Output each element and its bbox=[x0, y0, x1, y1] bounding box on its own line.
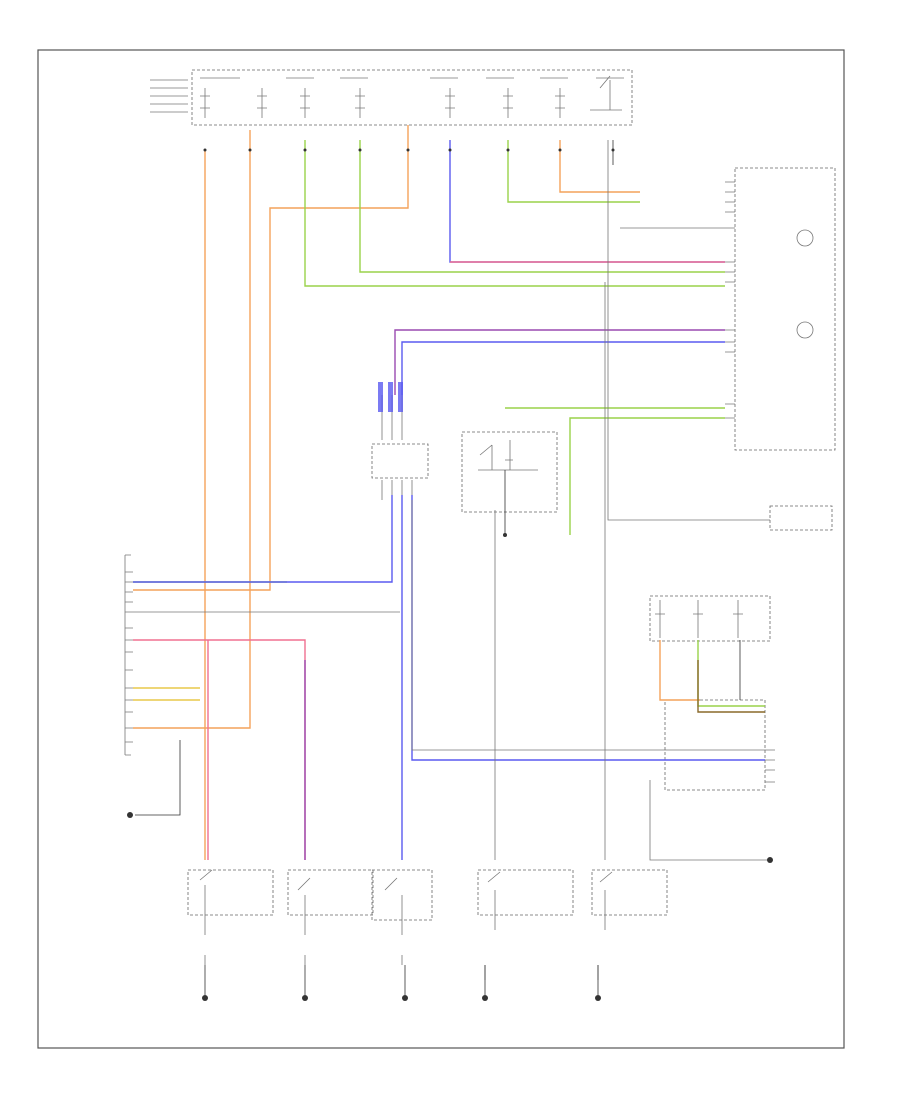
left-module-pins bbox=[125, 571, 133, 743]
seatbelt-switch bbox=[591, 869, 668, 1001]
ground-right bbox=[767, 857, 773, 863]
left-module-outline bbox=[124, 554, 131, 756]
connector-stack-top bbox=[378, 382, 403, 412]
splice-dots bbox=[203, 148, 615, 152]
driver-door-ajar-switch bbox=[187, 869, 274, 1001]
passenger-door-ajar-switch bbox=[287, 869, 374, 1001]
fuse-symbols bbox=[200, 77, 624, 118]
relay-switch-contact bbox=[478, 440, 538, 471]
center-module-box bbox=[371, 443, 429, 479]
wire-purple-1 bbox=[394, 329, 725, 395]
instrument-cluster bbox=[725, 167, 836, 451]
wire-orange-2 bbox=[133, 125, 409, 591]
wire-blue-2 bbox=[401, 341, 725, 395]
wire-blue-3 bbox=[133, 495, 393, 583]
lamp-icon bbox=[796, 321, 814, 339]
wire-green-3 bbox=[359, 140, 725, 273]
wire-blue-5 bbox=[411, 495, 765, 761]
left-module bbox=[124, 554, 133, 756]
ignition-relay-switch bbox=[590, 75, 622, 111]
wire-grey-group bbox=[133, 140, 770, 861]
door-ajar-relay bbox=[461, 431, 558, 513]
wire-black-group bbox=[135, 140, 741, 816]
restraint-module-pins bbox=[765, 749, 775, 783]
turn-lamp-icon bbox=[796, 229, 814, 247]
instrument-cluster-box bbox=[734, 167, 836, 451]
wire-orange-5 bbox=[133, 130, 251, 729]
door-lock-switch bbox=[371, 869, 433, 1001]
fuse-panel-box bbox=[191, 69, 633, 126]
lower-fuse-block bbox=[649, 595, 771, 642]
restraint-module-box bbox=[664, 699, 766, 791]
ground-relay bbox=[503, 533, 507, 537]
wire-green-7 bbox=[697, 640, 765, 707]
bottom-switches bbox=[187, 869, 668, 1001]
wire-orange-3 bbox=[559, 140, 640, 193]
wire-green-2 bbox=[507, 140, 640, 203]
center-module bbox=[371, 395, 429, 500]
fuse-panel bbox=[150, 69, 633, 126]
wire-pink-1 bbox=[133, 639, 306, 860]
restraint-module bbox=[664, 699, 775, 791]
ground-left bbox=[127, 812, 133, 818]
lower-fuse-symbols bbox=[655, 600, 743, 638]
cluster-connector-pins bbox=[725, 181, 735, 419]
wire-orange-4 bbox=[659, 640, 700, 701]
diagram-frame bbox=[37, 49, 845, 1049]
fuse-panel-label-marks bbox=[150, 79, 188, 113]
wire-blue-1 bbox=[449, 140, 725, 263]
smart-junction-box bbox=[769, 505, 833, 531]
wire-brown-1 bbox=[697, 660, 765, 713]
center-module-pins bbox=[381, 395, 413, 500]
wire-green-1 bbox=[304, 140, 725, 287]
liftgate-ajar-switch bbox=[477, 869, 574, 1001]
lower-fuse-block-box bbox=[649, 595, 771, 642]
door-ajar-relay-box bbox=[461, 431, 558, 513]
wire-green-5 bbox=[569, 417, 725, 535]
